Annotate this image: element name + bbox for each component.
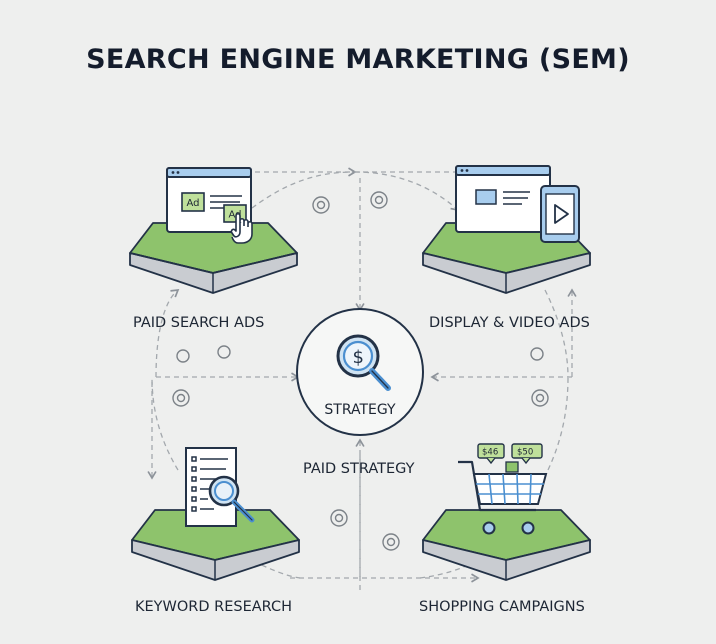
connector-top-right-outer xyxy=(544,289,569,378)
target-dot-icon xyxy=(531,389,549,407)
strategy-center: $ STRATEGY xyxy=(296,308,424,436)
connector-left-arc xyxy=(155,288,180,378)
ad-tag-2: Ad xyxy=(229,210,242,221)
decor-dots xyxy=(172,191,549,551)
connector-top-left-arc xyxy=(251,167,357,209)
platform-shopping xyxy=(422,509,591,581)
document-magnifier-icon xyxy=(185,447,255,527)
hand-cursor-icon xyxy=(230,212,253,244)
svg-text:$: $ xyxy=(353,347,364,368)
price-tag-1: $46 xyxy=(482,448,498,458)
price-tag-2: $50 xyxy=(517,448,533,458)
label-paid-strategy: PAID STRATEGY xyxy=(303,461,415,477)
label-display-video-ads: DISPLAY & VIDEO ADS xyxy=(429,315,590,331)
target-dot-icon xyxy=(172,389,190,407)
small-dot xyxy=(217,345,231,359)
platform-paid-search xyxy=(129,222,298,294)
browser-tablet-video-icon xyxy=(455,165,580,243)
label-paid-search-ads: PAID SEARCH ADS xyxy=(133,315,265,331)
small-dot xyxy=(176,349,190,363)
shopping-cart-icon: $46 $50 xyxy=(458,443,548,535)
target-dot-icon xyxy=(312,196,330,214)
target-dot-icon xyxy=(370,191,388,209)
small-dot xyxy=(530,347,544,361)
platform-keyword-research xyxy=(131,509,300,581)
connector-bottom-right-arc xyxy=(419,551,493,579)
strategy-label: STRATEGY xyxy=(324,402,396,418)
page-title: SEARCH ENGINE MARKETING (SEM) xyxy=(86,44,630,75)
dollar-magnifier-icon: $ xyxy=(336,334,391,391)
label-keyword-research: KEYWORD RESEARCH xyxy=(135,599,293,615)
target-dot-icon xyxy=(330,509,348,527)
browser-ad-click-icon: Ad Ad xyxy=(166,167,253,244)
label-shopping-campaigns: SHOPPING CAMPAIGNS xyxy=(419,599,585,615)
target-dot-icon xyxy=(382,533,400,551)
connector-right-lower-arc xyxy=(547,376,569,471)
play-icon xyxy=(554,204,569,224)
connector-top-right-arc xyxy=(354,171,460,212)
connector-outer-left-arc xyxy=(151,376,179,471)
ad-tag-1: Ad xyxy=(187,198,200,209)
